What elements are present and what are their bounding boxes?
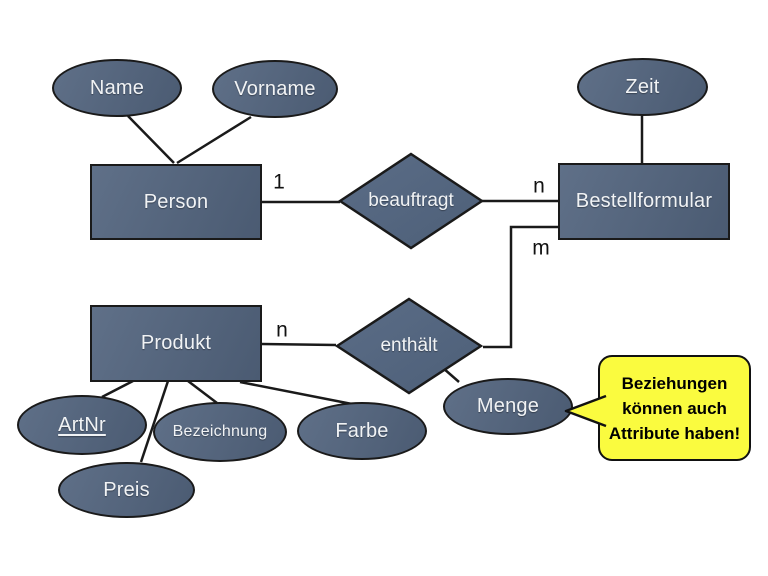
connector-produkt-preis [139,380,170,463]
attribute-farbe: Farbe [297,402,427,460]
entity-produkt: Produkt [90,305,262,382]
note-line-2: können auch [622,398,727,418]
attribute-vorname-label: Vorname [234,77,316,100]
enthaelt-diamond-shape [335,297,483,395]
attribute-menge: Menge [443,378,573,435]
entity-person-label: Person [143,190,209,213]
connector-name-person [127,115,175,164]
entity-bestellformular-label: Bestellformular [575,190,713,212]
attribute-vorname: Vorname [212,60,338,118]
cardinality-bestellformular-enthaelt: m [532,236,550,260]
attribute-menge-label: Menge [476,395,540,417]
attribute-name-label: Name [89,76,145,99]
note-callout-tail [564,394,607,428]
entity-person: Person [90,164,262,240]
note-line-3: Attribute haben! [608,423,741,443]
connector-produkt-bezeichnung [187,380,218,404]
relationship-beauftragt: beauftragt [338,152,484,250]
cardinality-beauftragt-bestellformular: n [533,174,545,198]
connector-vorname-person [176,115,252,165]
connector-produkt-artnr [101,379,134,399]
entity-bestellformular: Bestellformular [558,163,730,240]
connector-produkt-farbe [239,380,353,406]
relationship-enthaelt-label: enthält [380,335,438,356]
attribute-name: Name [52,59,182,117]
cardinality-person-beauftragt: 1 [273,170,285,194]
note-callout: Beziehungen können auch Attribute haben! [598,355,751,461]
attribute-farbe-label: Farbe [335,419,389,442]
attribute-preis: Preis [58,462,195,518]
attribute-bezeichnung: Bezeichnung [153,402,287,462]
cardinality-produkt-enthaelt: n [276,318,288,342]
attribute-artnr: ArtNr [17,395,147,455]
entity-produkt-label: Produkt [140,332,212,354]
attribute-zeit: Zeit [577,58,708,116]
attribute-preis-label: Preis [103,478,150,501]
note-line-1: Beziehungen [621,373,728,393]
attribute-artnr-label: ArtNr [58,413,106,436]
attribute-bezeichnung-label: Bezeichnung [172,423,268,440]
beauftragt-diamond-shape [338,152,484,250]
connector-produkt-enthaelt [261,342,337,347]
attribute-zeit-label: Zeit [625,75,660,98]
relationship-beauftragt-label: beauftragt [368,190,454,211]
connector-bestellformular-enthaelt [483,225,558,349]
relationship-enthaelt: enthält [335,297,483,395]
